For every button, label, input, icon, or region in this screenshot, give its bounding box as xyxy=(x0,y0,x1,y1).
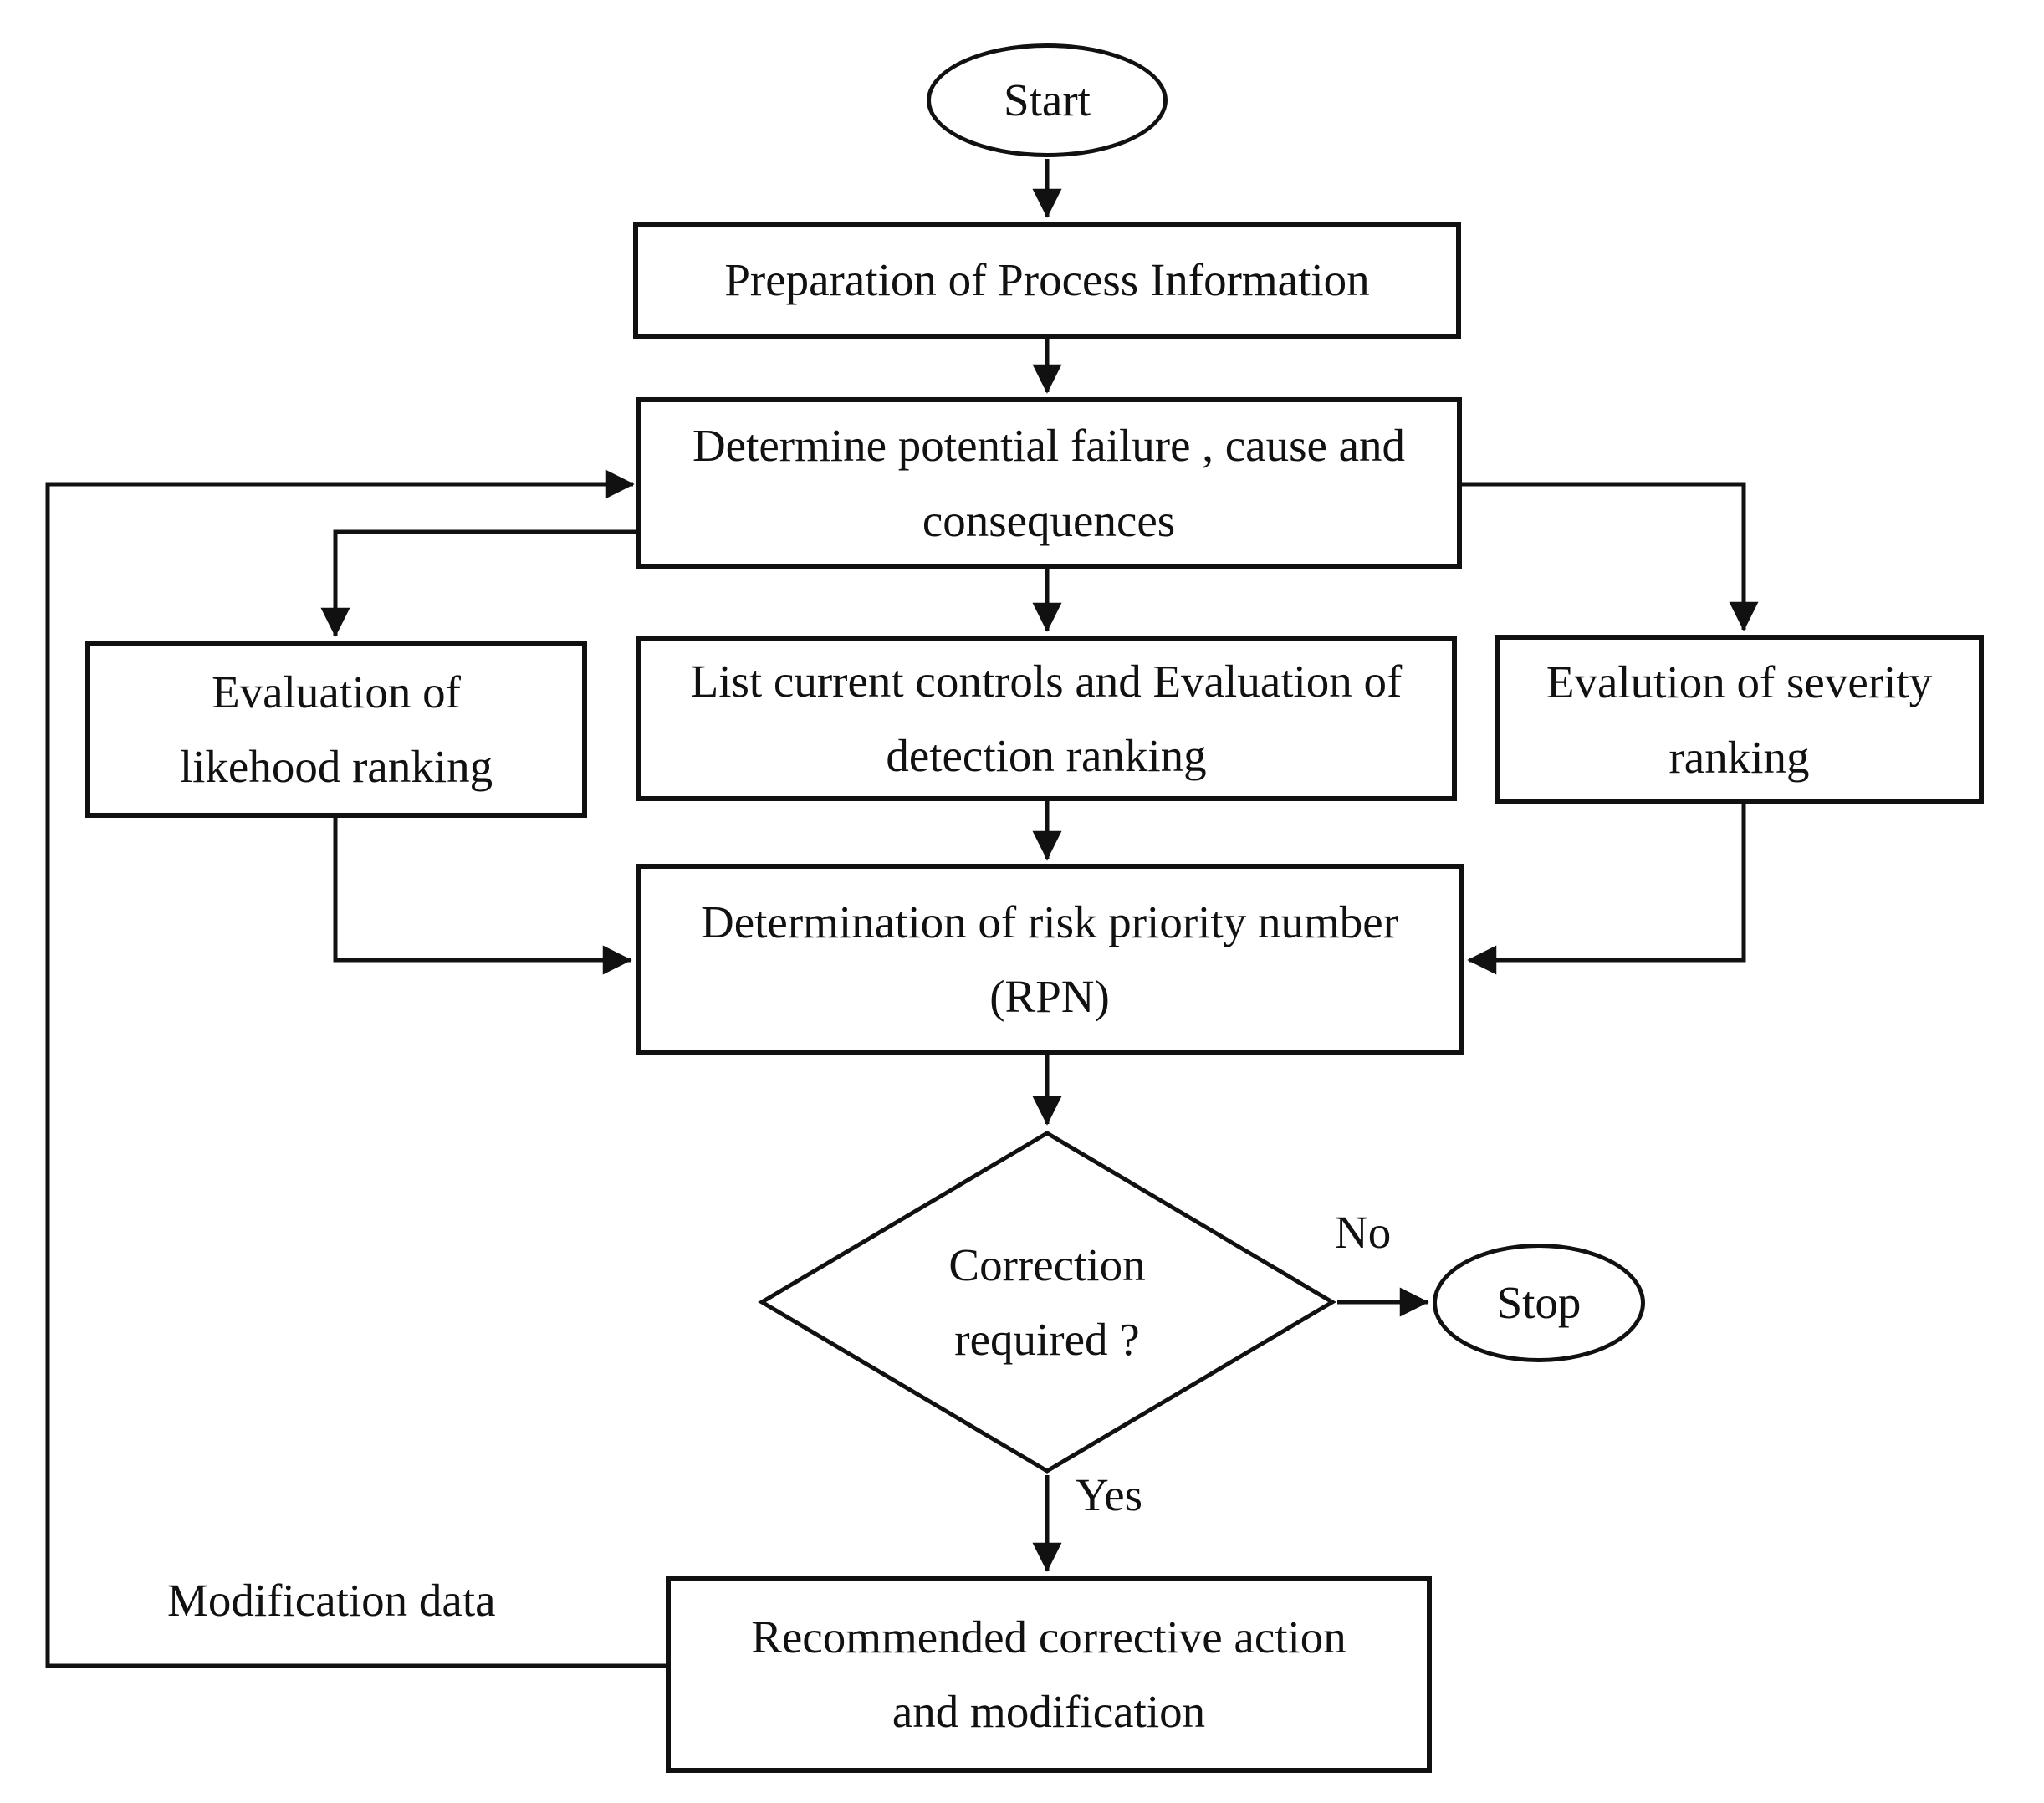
controls-label-line2: detection ranking xyxy=(886,730,1207,781)
decision-label-line1: Correction xyxy=(948,1239,1146,1290)
decision-label: Correction required ? xyxy=(948,1228,1145,1377)
likelihood-label-line2: likehood ranking xyxy=(179,741,493,792)
determine-failure-node: Determine potential failure , cause and … xyxy=(636,397,1462,569)
edge-label-no: No xyxy=(1335,1207,1392,1258)
start-node: Start xyxy=(927,43,1168,157)
corrective-label-line2: and modification xyxy=(892,1686,1206,1737)
decision-diamond-shape xyxy=(758,1131,1336,1474)
start-label: Start xyxy=(1004,74,1091,126)
correction-required-decision: Correction required ? xyxy=(758,1129,1336,1475)
current-controls-node: List current controls and Evaluation of … xyxy=(636,636,1457,801)
controls-label-line1: List current controls and Evaluation of xyxy=(690,655,1403,707)
edge-label-modification-data: Modification data xyxy=(167,1575,496,1626)
preparation-label: Preparation of Process Information xyxy=(724,254,1370,306)
connector-feedback-modification xyxy=(45,469,666,1668)
rpn-node: Determination of risk priority number (R… xyxy=(636,864,1464,1055)
rpn-label-line1: Determination of risk priority number xyxy=(701,896,1398,947)
determine-label-line2: consequences xyxy=(922,494,1176,546)
edge-label-yes: Yes xyxy=(1076,1469,1143,1520)
corrective-label-line1: Recommended corrective action xyxy=(751,1611,1346,1663)
likelihood-label-line1: Evaluation of xyxy=(212,666,461,718)
determine-label-line1: Determine potential failure , cause and xyxy=(692,420,1406,472)
severity-label-line1: Evalution of severity xyxy=(1546,656,1933,708)
connector-severity-rpn xyxy=(1467,804,1746,975)
stop-node: Stop xyxy=(1433,1244,1645,1362)
corrective-action-node: Recommended corrective action and modifi… xyxy=(666,1576,1432,1773)
connector-likelihood-rpn xyxy=(333,818,632,975)
connector-determine-likelihood xyxy=(320,529,638,637)
decision-label-line2: required ? xyxy=(954,1314,1140,1365)
severity-label-line2: ranking xyxy=(1668,731,1810,783)
rpn-label-line2: (RPN) xyxy=(989,971,1110,1022)
severity-ranking-node: Evalution of severity ranking xyxy=(1495,635,1984,804)
likelihood-ranking-node: Evaluation of likehood ranking xyxy=(85,641,587,818)
preparation-process-node: Preparation of Process Information xyxy=(633,222,1461,339)
connector-determine-severity xyxy=(1462,482,1759,631)
stop-label: Stop xyxy=(1496,1277,1582,1329)
